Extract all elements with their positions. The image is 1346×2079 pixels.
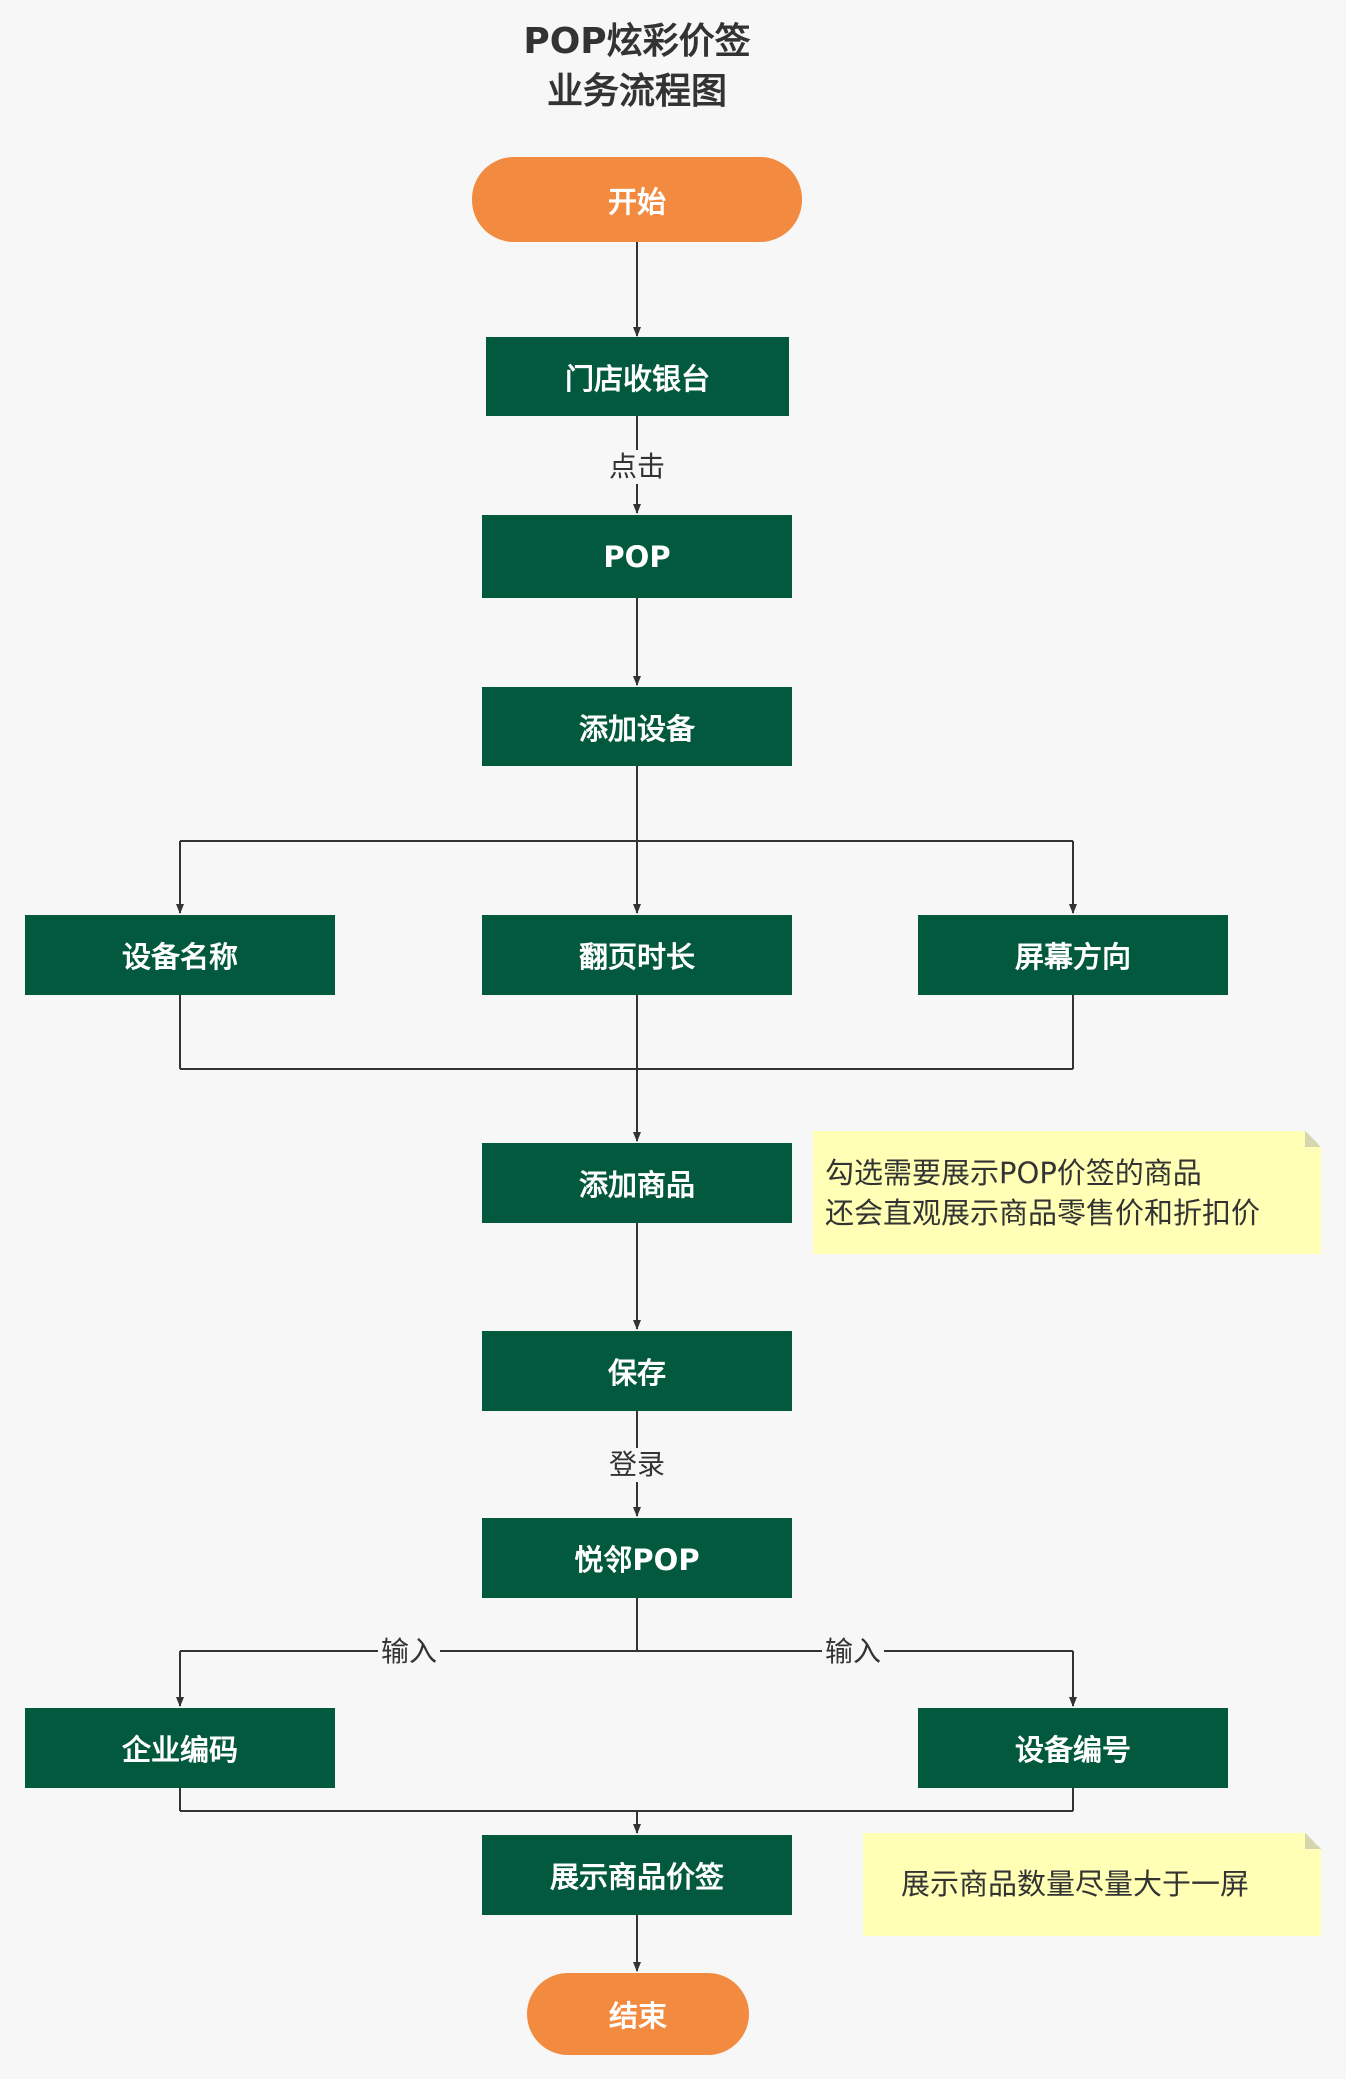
save-node: 保存: [482, 1331, 792, 1411]
start-node: 开始: [472, 157, 802, 242]
diagram-title-line2: 业务流程图: [546, 71, 727, 112]
add-product-node: 添加商品: [482, 1143, 792, 1223]
show-price-tag-note: 展示商品数量尽量大于一屏: [863, 1833, 1321, 1936]
edge-label-click: 点击: [605, 450, 669, 484]
edge-label-login: 登录: [605, 1448, 669, 1482]
diagram-title-line1: POP炫彩价签: [523, 21, 751, 62]
device-name-node: 设备名称: [25, 915, 335, 995]
device-code-node: 设备编号: [918, 1708, 1228, 1788]
store-cashier-node: 门店收银台: [486, 337, 789, 416]
add-device-node: 添加设备: [482, 687, 792, 766]
pop-node: POP: [482, 515, 792, 598]
edge-label-input-right: 输入: [821, 1635, 885, 1669]
add-product-note: 勾选需要展示POP价签的商品 还会直观展示商品零售价和折扣价: [813, 1131, 1321, 1254]
show-price-tag-node: 展示商品价签: [482, 1835, 792, 1915]
end-node: 结束: [527, 1973, 749, 2055]
company-code-node: 企业编码: [25, 1708, 335, 1788]
note-fold-corner: [1305, 1833, 1321, 1849]
note-text-line2: 还会直观展示商品零售价和折扣价: [825, 1196, 1261, 1230]
edge-label-input-left: 输入: [377, 1635, 441, 1669]
screen-orientation-node: 屏幕方向: [918, 915, 1228, 995]
note-text-line1: 勾选需要展示POP价签的商品: [825, 1156, 1202, 1190]
note-fold-corner: [1305, 1131, 1321, 1147]
yuelin-pop-node: 悦邻POP: [482, 1518, 792, 1598]
page-duration-node: 翻页时长: [482, 915, 792, 995]
note-text-line1: 展示商品数量尽量大于一屏: [901, 1867, 1250, 1901]
